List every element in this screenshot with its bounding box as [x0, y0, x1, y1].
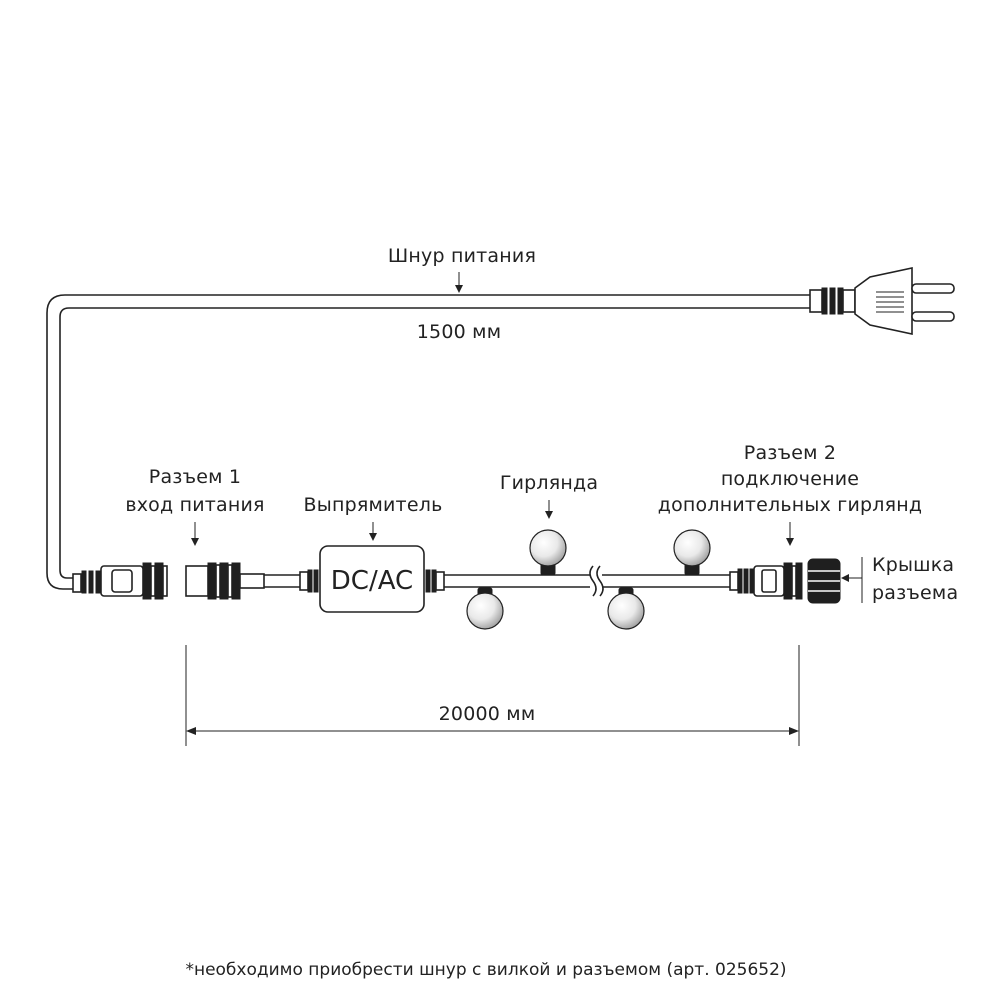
rectifier: DC/AC Выпрямитель	[299, 494, 445, 613]
rectifier-box-label: DC/AC	[331, 566, 413, 596]
bulb	[466, 592, 504, 630]
connector-cap: Крышка разъема	[807, 554, 958, 604]
rectifier-label: Выпрямитель	[304, 494, 443, 516]
power-cord-length: 1500 мм	[417, 321, 501, 343]
power-cord-label: Шнур питания	[388, 245, 536, 267]
connector-2-label-line1: Разъем 2	[744, 442, 836, 464]
connector-1-label-line2: вход питания	[125, 494, 264, 516]
footnote: *необходимо приобрести шнур с вилкой и р…	[185, 960, 786, 980]
bulb	[607, 592, 645, 630]
connector-2-output: Разъем 2 подключение дополнительных гирл…	[658, 442, 922, 600]
connector-2-label-line2: подключение	[721, 468, 859, 490]
bulb	[529, 529, 567, 567]
connector-1-label-line1: Разъем 1	[149, 466, 241, 488]
garland-label: Гирлянда	[500, 472, 598, 494]
bulb	[673, 529, 711, 567]
connector-2-label-line3: дополнительных гирлянд	[658, 494, 922, 516]
power-cord: Шнур питания 1500 мм	[46, 245, 810, 590]
cap-label-line1: Крышка	[872, 554, 954, 576]
connector-1-input: Разъем 1 вход питания	[125, 466, 265, 600]
cap-label-line2: разъема	[872, 582, 958, 604]
garland: Гирлянда	[444, 472, 730, 630]
garland-length-label: 20000 мм	[439, 703, 536, 725]
cord-connector	[72, 562, 168, 600]
garland-dimension: 20000 мм	[185, 645, 800, 746]
power-plug	[809, 267, 955, 335]
